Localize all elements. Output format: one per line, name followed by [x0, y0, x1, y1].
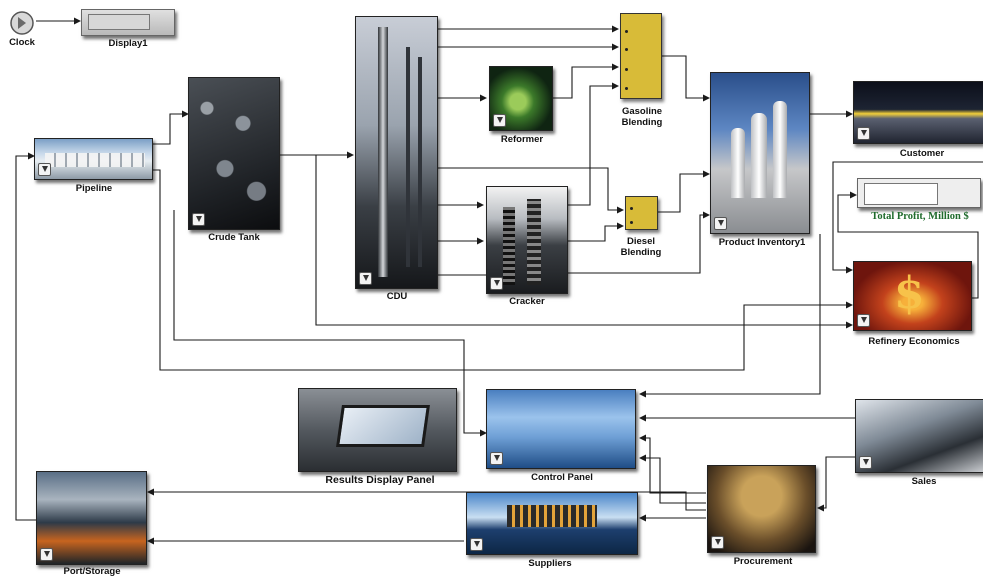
expand-icon[interactable]	[711, 536, 724, 549]
reformer-label: Reformer	[501, 134, 543, 145]
line-diesel-inventory	[658, 174, 709, 212]
port-storage-label: Port/Storage	[63, 566, 120, 577]
procurement-label: Procurement	[734, 556, 793, 567]
expand-icon[interactable]	[38, 163, 51, 176]
line-gasoline-inventory	[662, 56, 709, 98]
expand-icon[interactable]	[40, 548, 53, 561]
expand-icon[interactable]	[490, 452, 503, 465]
crude-tank-label: Crude Tank	[208, 232, 260, 243]
pipeline-block[interactable]	[34, 138, 153, 180]
expand-icon[interactable]	[857, 314, 870, 327]
expand-icon[interactable]	[859, 456, 872, 469]
gasoline-blending-block[interactable]	[620, 13, 662, 99]
line-reformer-gasoline	[553, 67, 618, 98]
expand-icon[interactable]	[493, 114, 506, 127]
display1-label: Display1	[108, 38, 147, 49]
expand-icon[interactable]	[857, 127, 870, 140]
total-profit-display[interactable]	[857, 178, 981, 208]
product-inventory-label: Product Inventory1	[719, 237, 806, 248]
control-panel-block[interactable]	[486, 389, 636, 469]
clock-block[interactable]	[9, 10, 35, 36]
results-display-panel-label: Results Display Panel	[325, 475, 434, 486]
line-port-pipeline	[16, 156, 36, 520]
procurement-block[interactable]	[707, 465, 816, 553]
display1-block[interactable]	[81, 9, 175, 36]
total-profit-value	[864, 183, 938, 205]
suppliers-label: Suppliers	[528, 558, 571, 569]
cdu-block[interactable]	[355, 16, 438, 289]
refinery-economics-label: Refinery Economics	[868, 336, 959, 347]
total-profit-label: Total Profit, Million $	[871, 211, 968, 222]
port-storage-block[interactable]	[36, 471, 147, 565]
diesel-blending-block[interactable]	[625, 196, 658, 230]
sales-block[interactable]	[855, 399, 983, 473]
crude-tank-block[interactable]	[188, 77, 280, 230]
cdu-label: CDU	[387, 291, 408, 302]
clock-icon	[9, 10, 35, 36]
sales-label: Sales	[912, 476, 937, 487]
line-cracker-gasoline	[568, 86, 618, 205]
pipeline-label: Pipeline	[76, 183, 112, 194]
customer-label: Customer	[900, 148, 944, 159]
cracker-label: Cracker	[509, 296, 544, 307]
display1-value	[88, 14, 150, 30]
customer-block[interactable]	[853, 81, 983, 144]
reformer-block[interactable]	[489, 66, 553, 131]
product-inventory-block[interactable]	[710, 72, 810, 234]
clock-label: Clock	[9, 37, 35, 48]
expand-icon[interactable]	[192, 213, 205, 226]
expand-icon[interactable]	[714, 217, 727, 230]
expand-icon[interactable]	[470, 538, 483, 551]
control-panel-label: Control Panel	[531, 472, 593, 483]
suppliers-block[interactable]	[466, 492, 638, 555]
line-pipeline-crudetank	[153, 114, 188, 144]
expand-icon[interactable]	[359, 272, 372, 285]
cracker-block[interactable]	[486, 186, 568, 294]
gasoline-blending-label: Gasoline Blending	[612, 106, 672, 128]
dollar-icon: $	[894, 270, 925, 318]
expand-icon[interactable]	[490, 277, 503, 290]
refinery-economics-block[interactable]: $	[853, 261, 972, 331]
diesel-blending-label: Diesel Blending	[613, 236, 669, 258]
results-display-panel-block[interactable]	[298, 388, 457, 472]
line-procurement-control1	[640, 438, 706, 493]
